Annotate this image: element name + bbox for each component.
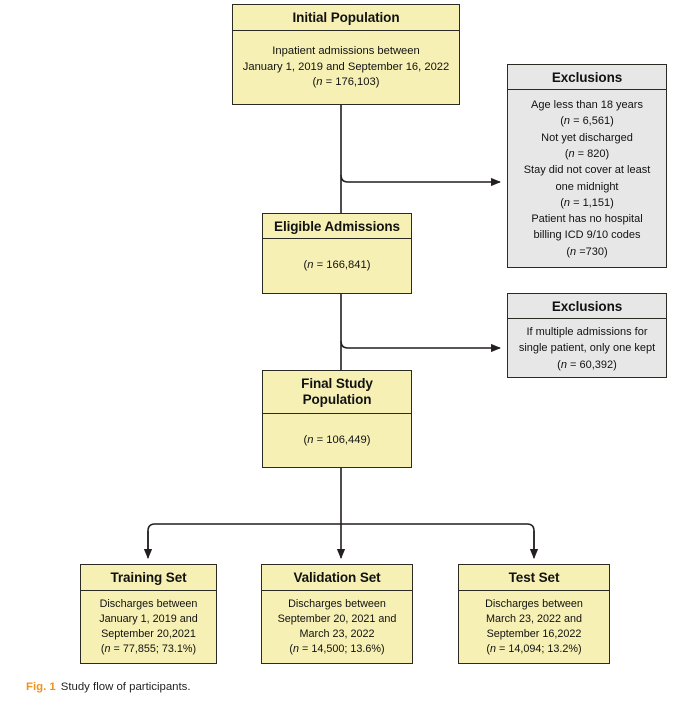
text-line: Discharges between [485,597,583,610]
node-eligible-admissions-body: (n = 166,841) [263,239,411,293]
node-exclusions-2: Exclusions If multiple admissions for si… [507,293,667,378]
text-line: Discharges between [99,597,198,610]
text-line: Patient has no hospital [531,213,643,226]
node-training-set-title: Training Set [81,565,216,591]
node-final-study-population-title: Final Study Population [263,371,411,414]
text-line: If multiple admissions for [526,326,648,338]
node-exclusions-1-title: Exclusions [508,65,666,90]
title-line-2: Population [302,392,372,407]
text-line-count: (n = 14,094; 13.2%) [486,643,582,656]
node-final-study-population: Final Study Population (n = 106,449) [262,370,412,468]
text-line: March 23, 2022 and [485,612,583,625]
node-exclusions-2-title: Exclusions [508,294,666,319]
figure-number: Fig. 1 [26,681,56,693]
text-line: Not yet discharged [541,131,633,144]
text-line-count: (n = 106,449) [303,433,371,446]
node-eligible-admissions: Eligible Admissions (n = 166,841) [262,213,412,294]
text-line: September 20,2021 [101,628,196,640]
text-line: billing ICD 9/10 codes [533,229,641,242]
node-initial-population: Initial Population Inpatient admissions … [232,4,460,105]
text-line: Inpatient admissions between [272,44,420,57]
text-line-count: (n = 60,392) [557,358,617,371]
node-exclusions-2-body: If multiple admissions for single patien… [508,319,666,378]
text-line-count: (n = 176,103) [312,76,380,89]
text-line: Age less than 18 years [531,99,643,112]
node-test-set-body: Discharges between March 23, 2022 and Se… [459,591,609,663]
text-line: September 20, 2021 and [277,612,397,625]
title-line-1: Final Study [301,376,373,392]
text-line-count: (n =730) [566,245,608,258]
node-training-set: Training Set Discharges between January … [80,564,217,664]
figure-caption-text: Study flow of participants. [60,681,191,693]
text-line-count: (n = 6,561) [560,115,614,128]
node-test-set-title: Test Set [459,565,609,591]
node-initial-population-body: Inpatient admissions between January 1, … [233,31,459,104]
node-exclusions-1: Exclusions Age less than 18 years (n = 6… [507,64,667,268]
node-eligible-admissions-title: Eligible Admissions [263,214,411,239]
figure-caption: Fig. 1 Study flow of participants. [26,681,191,693]
text-line-count: (n = 166,841) [303,259,371,272]
node-exclusions-1-body: Age less than 18 years (n = 6,561) Not y… [508,90,666,267]
edge-eligible-to-exclusions-2 [340,340,501,353]
edge-initial-to-exclusions-1 [340,174,501,187]
node-validation-set-body: Discharges between September 20, 2021 an… [262,591,412,663]
text-line: one midnight [555,180,619,193]
text-line-count: (n = 820) [564,147,610,160]
node-initial-population-title: Initial Population [233,5,459,31]
text-line: January 1, 2019 and September 16, 2022 [242,60,450,73]
node-test-set: Test Set Discharges between March 23, 20… [458,564,610,664]
node-training-set-body: Discharges between January 1, 2019 and S… [81,591,216,663]
node-final-study-population-body: (n = 106,449) [263,414,411,467]
text-line: March 23, 2022 [299,628,375,640]
text-line: September 16,2022 [486,628,582,640]
text-line: single patient, only one kept [518,342,656,355]
text-line-count: (n = 1,151) [560,196,614,209]
node-validation-set: Validation Set Discharges between Septem… [261,564,413,664]
text-line-count: (n = 14,500; 13.6%) [289,643,385,656]
text-line: Discharges between [288,597,386,610]
text-line: January 1, 2019 and [99,612,198,625]
text-line: Stay did not cover at least [523,164,651,177]
node-validation-set-title: Validation Set [262,565,412,591]
text-line-count: (n = 77,855; 73.1%) [100,643,197,656]
